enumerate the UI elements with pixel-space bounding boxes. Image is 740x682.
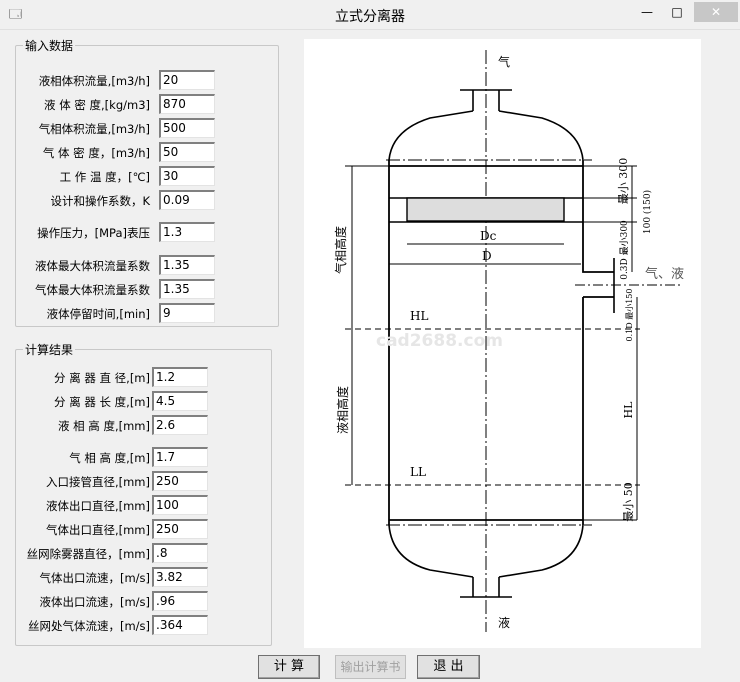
field-input[interactable]: 870 xyxy=(159,94,215,114)
field-label: 入口接管直径,[mm] xyxy=(45,475,150,489)
field-label: 液相体积流量,[m3/h] xyxy=(38,74,150,88)
field-label: 丝网处气体流速，[m/s] xyxy=(27,619,150,633)
title-bar: 🗔 立式分离器 — □ ✕ xyxy=(0,0,740,30)
field-input[interactable]: .8 xyxy=(152,543,208,563)
bottom-nozzle xyxy=(460,577,512,598)
field-label: 液 体 密 度,[kg/m3] xyxy=(44,98,150,112)
field-label: 液体出口直径,[mm] xyxy=(45,499,150,513)
field-input[interactable]: 500 xyxy=(159,118,215,138)
result-group: 计算结果 xyxy=(15,341,272,646)
field-label: 气体出口直径,[mm] xyxy=(45,523,150,537)
field-label: 液体停留时间,[min] xyxy=(46,307,150,321)
field-input[interactable]: 1.35 xyxy=(159,255,215,275)
field-label: 气 相 高 度,[m] xyxy=(69,451,150,465)
field-input[interactable]: 20 xyxy=(159,70,215,90)
field-label: 液体出口流速，[m/s] xyxy=(39,595,150,609)
field-input[interactable]: 3.82 xyxy=(152,567,208,587)
separator-diagram: Dc D HL LL 气 液 气、液 气相高度 液相高度 最小 300 100 … xyxy=(304,39,701,648)
liquid-out-label: 液 xyxy=(498,615,510,630)
field-input[interactable]: 2.6 xyxy=(152,415,208,435)
watermark: cad2688.com xyxy=(376,331,503,351)
bottom-head xyxy=(388,524,584,578)
field-label: 气体最大体积流量系数 xyxy=(35,283,150,297)
field-input[interactable]: 1.7 xyxy=(152,447,208,467)
field-input[interactable]: 1.35 xyxy=(159,279,215,299)
field-label: 气 体 密 度，[m3/h] xyxy=(42,146,150,160)
exit-button[interactable]: 退 出 xyxy=(417,655,480,679)
top-head xyxy=(388,110,584,161)
calculate-button[interactable]: 计 算 xyxy=(258,655,320,679)
field-input[interactable]: 0.09 xyxy=(159,190,215,210)
field-input[interactable]: 50 xyxy=(159,142,215,162)
field-label: 液体最大体积流量系数 xyxy=(35,259,150,273)
window-title: 立式分离器 xyxy=(335,9,405,25)
field-label: 气相体积流量,[m3/h] xyxy=(38,122,150,136)
minimize-button[interactable]: — xyxy=(641,5,653,19)
dim-01d: 0.1D 最小150 xyxy=(625,289,634,342)
app-icon: 🗔 xyxy=(9,7,23,21)
field-input[interactable]: 100 xyxy=(152,495,208,515)
field-input[interactable]: 250 xyxy=(152,471,208,491)
input-data-group: 输入数据 xyxy=(15,37,279,327)
field-input[interactable]: 9 xyxy=(159,303,215,323)
top-nozzle xyxy=(460,89,512,111)
field-input[interactable]: .96 xyxy=(152,591,208,611)
dim-hl: HL xyxy=(622,401,635,419)
gas-height-label: 气相高度 xyxy=(333,226,348,274)
field-input[interactable]: 4.5 xyxy=(152,391,208,411)
hl-label: HL xyxy=(410,309,428,323)
export-report-button[interactable]: 输出计算书 xyxy=(335,655,406,679)
field-label: 气体出口流速，[m/s] xyxy=(39,571,150,585)
field-label: 分 离 器 长 度,[m] xyxy=(54,395,150,409)
field-input[interactable]: 250 xyxy=(152,519,208,539)
field-label: 丝网除雾器直径，[mm] xyxy=(26,547,150,561)
gas-out-label: 气 xyxy=(498,54,510,69)
d-label: D xyxy=(482,249,492,263)
close-button[interactable]: ✕ xyxy=(694,2,738,22)
group-title: 计算结果 xyxy=(23,341,76,358)
shell-right xyxy=(582,160,614,525)
field-input[interactable]: 1.3 xyxy=(159,222,215,242)
demister xyxy=(389,197,637,223)
dim-bottom: 最小 50 xyxy=(622,482,635,522)
dc-label: Dc xyxy=(480,229,497,243)
liquid-height-label: 液相高度 xyxy=(335,386,350,434)
field-input[interactable]: 1.2 xyxy=(152,367,208,387)
field-label: 分 离 器 直 径,[m] xyxy=(54,371,150,385)
dim-mesh: 100 (150) xyxy=(642,190,653,234)
dim-03d: 0.3D 最小300 xyxy=(619,220,630,280)
field-label: 工 作 温 度，[℃] xyxy=(59,170,150,184)
inlet-label: 气、液 xyxy=(645,266,684,282)
dim-top: 最小 300 xyxy=(617,158,630,205)
ll-label: LL xyxy=(410,465,426,479)
maximize-button[interactable]: □ xyxy=(671,5,683,19)
field-label: 液 相 高 度,[mm] xyxy=(58,419,150,433)
field-input[interactable]: 30 xyxy=(159,166,215,186)
field-label: 设计和操作系数，K xyxy=(50,194,150,208)
field-input[interactable]: .364 xyxy=(152,615,208,635)
group-title: 输入数据 xyxy=(23,37,76,54)
field-label: 操作压力，[MPa]表压 xyxy=(37,226,150,240)
